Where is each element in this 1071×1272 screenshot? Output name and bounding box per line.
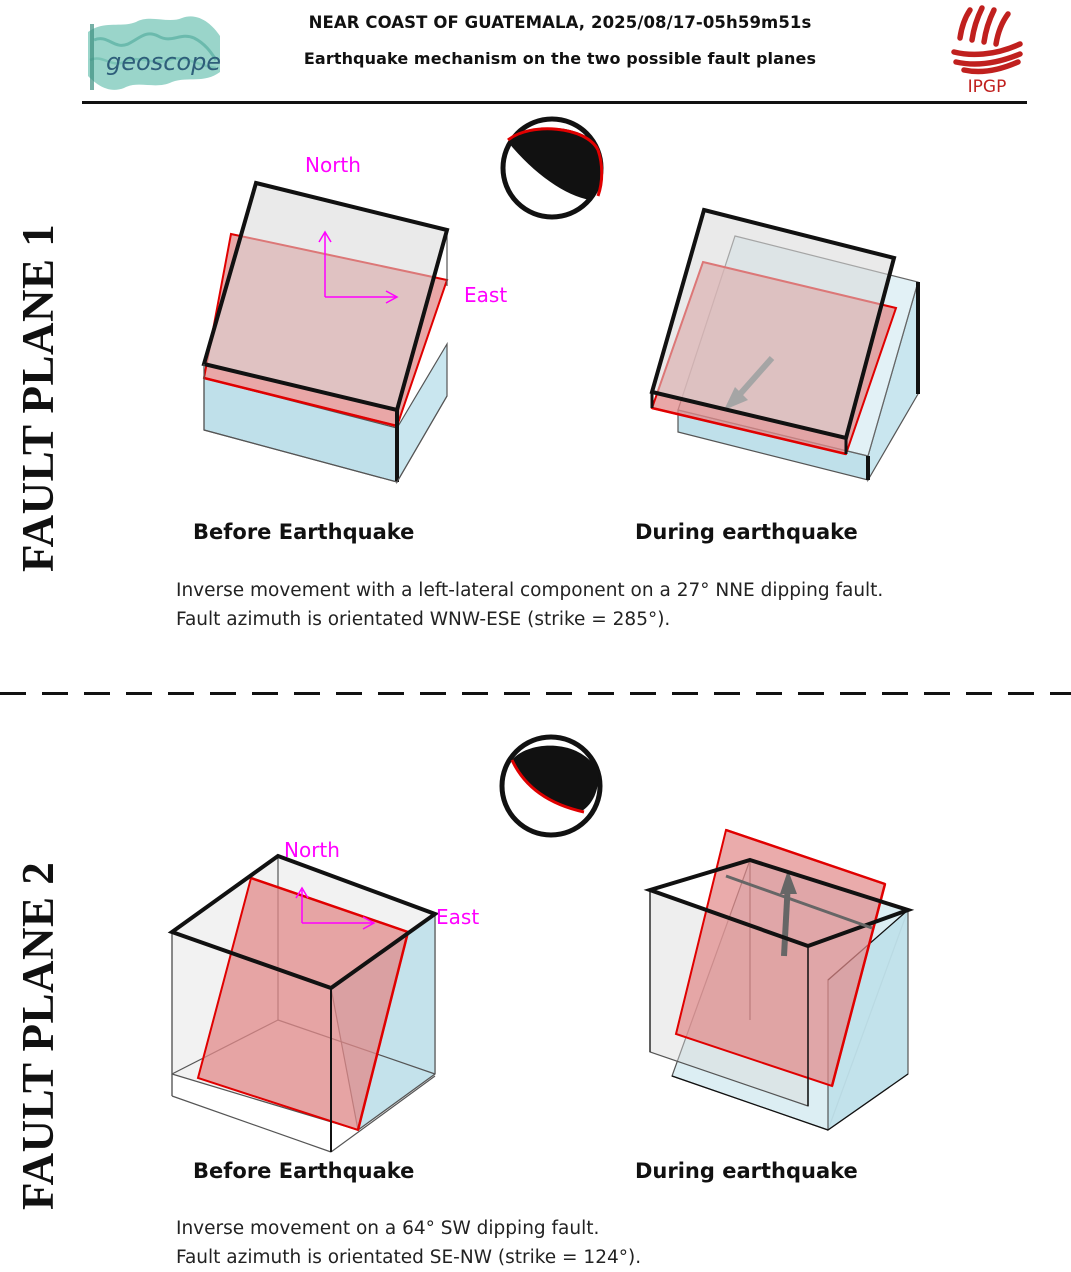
description-2: Inverse movement on a 64° SW dipping fau…	[176, 1214, 641, 1272]
during-block-2	[643, 828, 915, 1132]
focal-mechanism-1	[500, 116, 604, 220]
section-2-diagram: North East	[0, 730, 1071, 1160]
focal-mechanism-2	[499, 734, 603, 838]
ipgp-logo: IPGP	[946, 4, 1028, 98]
description-2-line-1: Inverse movement on a 64° SW dipping fau…	[176, 1218, 600, 1239]
compass-1: North East	[305, 153, 507, 307]
north-label-2: North	[284, 838, 340, 862]
header-rule	[82, 101, 1027, 104]
north-label-1: North	[305, 153, 361, 177]
ipgp-logo-text: IPGP	[968, 77, 1007, 97]
east-label-1: East	[464, 283, 507, 307]
section-divider	[0, 692, 1071, 695]
page-subtitle: Earthquake mechanism on the two possible…	[303, 49, 817, 68]
compass-2: North East	[284, 838, 479, 930]
description-2-line-2: Fault azimuth is orientated SE-NW (strik…	[176, 1247, 642, 1268]
during-block-1	[649, 207, 920, 483]
before-block-1	[201, 180, 450, 485]
geoscope-logo-text: geoscope	[106, 48, 221, 76]
before-caption-1: Before Earthquake	[193, 520, 415, 544]
before-caption-2: Before Earthquake	[193, 1159, 415, 1183]
page-title: NEAR COAST OF GUATEMALA, 2025/08/17-05h5…	[308, 13, 812, 32]
during-caption-1: During earthquake	[635, 520, 858, 544]
during-caption-2: During earthquake	[635, 1159, 858, 1183]
section-1-diagram: North East	[0, 110, 1071, 510]
east-label-2: East	[436, 905, 479, 929]
description-1-line-1: Inverse movement with a left-lateral com…	[176, 580, 884, 601]
description-1: Inverse movement with a left-lateral com…	[176, 576, 883, 634]
geoscope-logo: geoscope	[84, 10, 224, 96]
description-1-line-2: Fault azimuth is orientated WNW-ESE (str…	[176, 609, 671, 630]
before-block-2	[167, 853, 440, 1153]
